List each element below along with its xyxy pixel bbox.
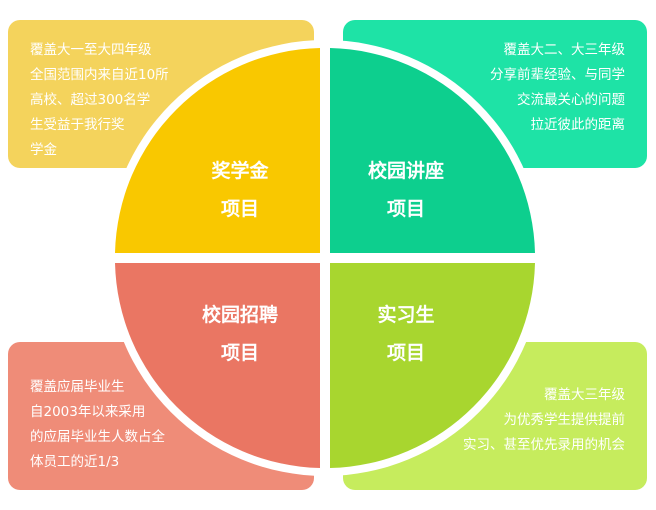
description-line: 覆盖应届毕业生	[30, 379, 125, 395]
title-line: 项目	[386, 198, 425, 220]
title-line: 项目	[220, 342, 259, 364]
scholarship-title: 奖学金 项目	[170, 152, 310, 228]
title-line: 项目	[220, 198, 259, 220]
description-line: 为优秀学生提供提前	[503, 412, 626, 428]
description-line: 学金	[30, 142, 57, 158]
recruitment-quadrant	[115, 263, 320, 468]
description-line: 生受益于我行奖	[30, 117, 125, 133]
description-line: 覆盖大一至大四年级	[30, 42, 152, 58]
description-line: 高校、超过300名学	[30, 92, 151, 108]
lecture-title: 校园讲座 项目	[336, 152, 476, 228]
title-line: 项目	[386, 342, 425, 364]
description-line: 全国范围内来自近10所	[30, 67, 169, 83]
description-line: 分享前辈经验、与同学	[490, 67, 625, 83]
lecture-quadrant	[330, 48, 535, 253]
title-line: 实习生	[377, 304, 435, 326]
title-line: 校园讲座	[367, 160, 444, 182]
title-line: 校园招聘	[201, 304, 278, 326]
description-line: 覆盖大三年级	[544, 387, 625, 403]
description-line: 实习、甚至优先录用的机会	[463, 437, 625, 453]
description-line: 覆盖大二、大三年级	[503, 42, 626, 58]
recruitment-title: 校园招聘 项目	[170, 296, 310, 372]
description-line: 的应届毕业生人数占全	[30, 429, 165, 445]
internship-quadrant	[330, 263, 535, 468]
title-line: 奖学金	[211, 160, 269, 182]
internship-title: 实习生 项目	[336, 296, 476, 372]
description-line: 体员工的近1/3	[30, 454, 120, 470]
description-line: 拉近彼此的距离	[530, 117, 626, 133]
circle-halo	[107, 40, 543, 476]
scholarship-quadrant	[115, 48, 320, 253]
description-line: 交流最关心的问题	[517, 92, 625, 108]
description-line: 自2003年以来采用	[30, 404, 146, 420]
